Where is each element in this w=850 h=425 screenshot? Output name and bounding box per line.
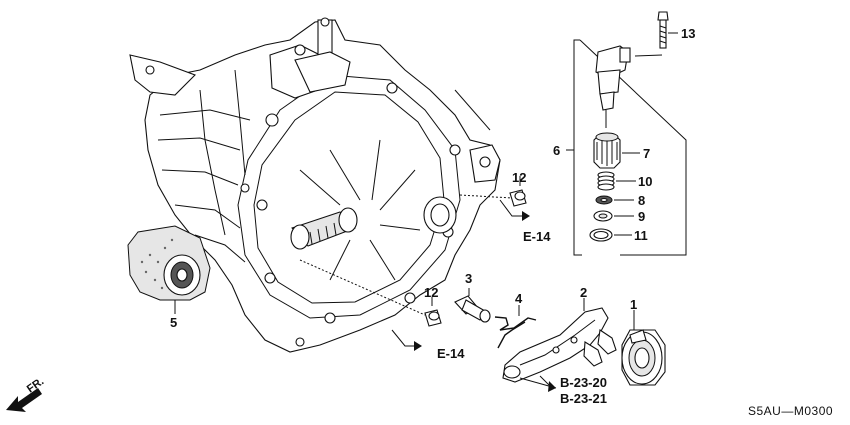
part-1-release-bearing (621, 310, 666, 386)
transmission-housing (129, 17, 513, 353)
callout-11: 11 (634, 228, 648, 243)
ref-b-23-20: B-23-20 (560, 375, 607, 390)
part-2-release-fork (502, 298, 617, 389)
callout-12-lower: 12 (424, 285, 438, 300)
callout-9: 9 (638, 209, 645, 224)
callout-6: 6 (553, 143, 560, 158)
callout-12-upper: 12 (512, 170, 526, 185)
part-9-washer (593, 210, 634, 222)
part-3-switch (454, 288, 491, 323)
ref-b-23-21: B-23-21 (560, 391, 607, 406)
callout-2: 2 (580, 285, 587, 300)
part-6-sensor-assembly (566, 39, 687, 256)
front-label: FR. (25, 375, 46, 395)
callout-5: 5 (170, 315, 177, 330)
part-13-bolt (657, 11, 678, 49)
callout-3: 3 (465, 271, 472, 286)
ref-arrow-e14-upper (499, 199, 530, 221)
callout-1: 1 (630, 297, 637, 312)
callout-10: 10 (638, 174, 652, 189)
callout-8: 8 (638, 193, 645, 208)
part-8-washer (595, 195, 634, 205)
part-12-dowel-upper (509, 176, 527, 207)
part-11-oring (589, 228, 632, 242)
part-5-mount (127, 225, 211, 314)
part-12-dowel-lower (424, 297, 442, 327)
ref-e14-upper: E-14 (523, 229, 551, 244)
callout-7: 7 (643, 146, 650, 161)
diagram-code: S5AU—M0300 (748, 404, 833, 418)
part-10-spring (597, 171, 636, 191)
ref-arrow-b23 (539, 375, 556, 392)
callout-13: 13 (681, 26, 695, 41)
ref-arrow-e14-lower (391, 329, 422, 351)
part-4-spring-clip (494, 305, 537, 349)
front-direction-arrow (6, 388, 42, 412)
callout-4: 4 (515, 291, 523, 306)
ref-e14-lower: E-14 (437, 346, 465, 361)
part-7-gear (593, 132, 640, 169)
